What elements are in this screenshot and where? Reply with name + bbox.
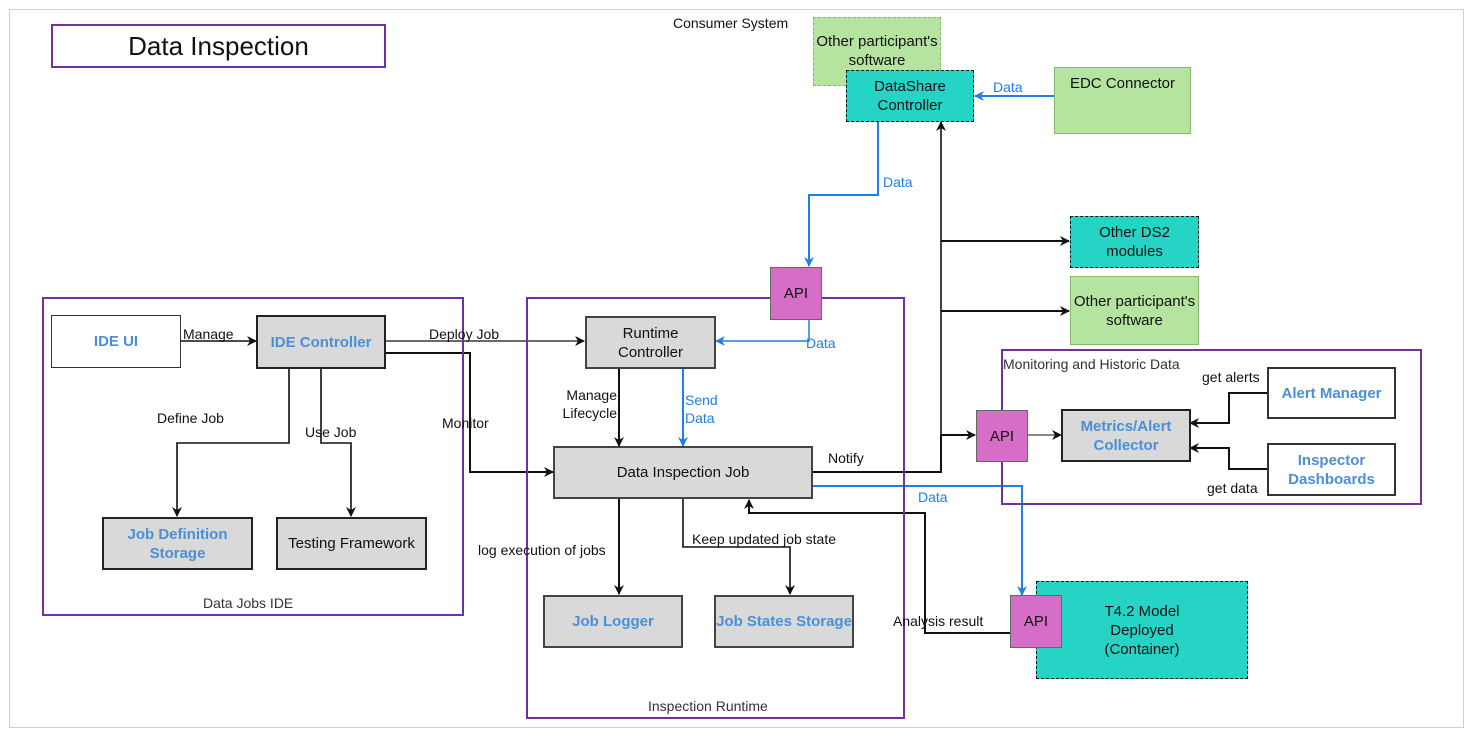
edge-label-keep-state: Keep updated job state: [692, 531, 837, 547]
api-model[interactable]: API: [1010, 595, 1062, 648]
monitoring-label: Monitoring and Historic Data: [1003, 356, 1180, 372]
edge-label-get-alerts: get alerts: [1202, 369, 1260, 385]
consumer-system-label: Consumer System: [673, 15, 789, 31]
edge-label-monitor: Monitor: [442, 415, 489, 431]
edge-get-alerts: [1189, 392, 1267, 428]
edge-monitor: [386, 352, 554, 477]
edge-label-datashare-data: Data: [883, 174, 913, 190]
metrics-alert-collector[interactable]: Metrics/Alert Collector: [1061, 409, 1191, 462]
edge-get-data: [1189, 443, 1267, 470]
edge-use-job: [320, 369, 356, 517]
data-inspection-job[interactable]: Data Inspection Job: [553, 446, 813, 499]
edge-label-notify: Notify: [828, 450, 864, 466]
job-definition-storage[interactable]: Job Definition Storage: [102, 517, 253, 570]
data-jobs-ide-group: [42, 297, 464, 616]
edge-label-send-data: Send Data: [685, 392, 718, 426]
edge-label-define-job: Define Job: [157, 410, 224, 426]
alert-manager[interactable]: Alert Manager: [1267, 367, 1396, 419]
edge-label-analysis-result: Analysis result: [893, 613, 984, 629]
job-states-storage[interactable]: Job States Storage: [714, 595, 854, 648]
edge-label-use-job: Use Job: [305, 424, 357, 440]
ide-controller[interactable]: IDE Controller: [256, 315, 386, 369]
job-logger[interactable]: Job Logger: [543, 595, 683, 648]
t42-model-container[interactable]: T4.2 Model Deployed (Container): [1036, 581, 1248, 679]
edge-label-log-execution: log execution of jobs: [478, 542, 606, 558]
api-runtime[interactable]: API: [770, 267, 822, 320]
runtime-controller[interactable]: Runtime Controller: [585, 316, 716, 369]
edc-connector[interactable]: EDC Connector: [1054, 67, 1191, 134]
page-title-text: Data Inspection: [128, 30, 309, 61]
data-jobs-ide-label: Data Jobs IDE: [203, 595, 294, 611]
other-participant-software[interactable]: Other participant's software: [1070, 276, 1199, 345]
edge-api-runtime: [715, 320, 810, 346]
diagram-canvas: [9, 9, 1464, 728]
edge-job-model-data: [812, 485, 1027, 596]
testing-framework[interactable]: Testing Framework: [276, 517, 427, 570]
edge-label-get-data: get data: [1207, 480, 1258, 496]
page-title: Data Inspection: [51, 24, 386, 68]
ide-ui[interactable]: IDE UI: [51, 315, 181, 368]
api-monitoring[interactable]: API: [976, 410, 1028, 462]
edge-label-api-data: Data: [806, 335, 836, 351]
inspection-runtime-label: Inspection Runtime: [648, 698, 768, 714]
datashare-controller[interactable]: DataShare Controller: [846, 70, 974, 122]
edge-datashare-api: [804, 122, 879, 267]
edge-define-job: [172, 369, 290, 517]
edge-label-manage: Manage: [183, 326, 234, 342]
inspection-runtime-group: [526, 297, 905, 719]
edge-label-manage-lifecycle: Manage Lifecycle: [562, 387, 617, 421]
edge-label-job-data: Data: [918, 489, 948, 505]
edge-label-edc-data: Data: [993, 79, 1023, 95]
other-ds2-modules[interactable]: Other DS2 modules: [1070, 216, 1199, 268]
inspector-dashboards[interactable]: Inspector Dashboards: [1267, 443, 1396, 496]
edge-analysis-result: [744, 499, 1010, 634]
edge-label-deploy-job: Deploy Job: [429, 326, 500, 342]
edge-keep-state: [682, 499, 795, 595]
